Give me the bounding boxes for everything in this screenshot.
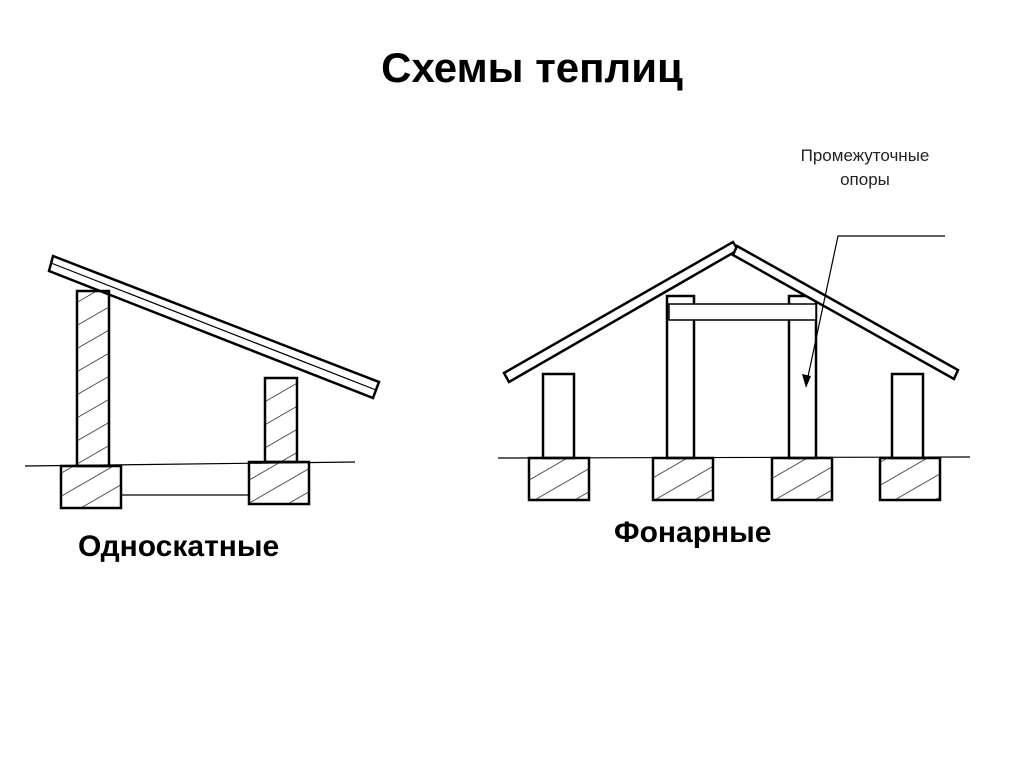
foundation-2: [651, 456, 715, 502]
right-foundation: [247, 460, 311, 506]
annotation-line-2: опоры: [840, 170, 890, 189]
single-slope-greenhouse: [24, 254, 381, 510]
tall-post: [75, 289, 111, 468]
intermediate-post-left: [665, 294, 696, 460]
outer-post-right: [890, 372, 925, 460]
lantern-label: Фонарные: [614, 516, 772, 549]
annotation-line-1: Промежуточные: [800, 146, 930, 165]
annotation-arrowhead: [802, 374, 811, 388]
short-post: [263, 376, 299, 464]
foundation-1: [527, 456, 591, 502]
foundation-3: [770, 456, 834, 502]
roof-right-slope: [731, 244, 960, 381]
lantern-greenhouse: [497, 235, 971, 502]
outer-post-left: [541, 372, 576, 460]
foundation-4: [878, 456, 942, 502]
single-slope-label: Односкатные: [78, 530, 280, 563]
roof-inner-line: [50, 262, 377, 391]
cross-beam: [668, 303, 817, 321]
annotation-leader-line: [805, 235, 945, 387]
slide-title: Схемы теплиц: [381, 44, 683, 91]
left-foundation: [59, 464, 123, 510]
intermediate-supports-annotation: Промежуточные опоры: [770, 144, 960, 192]
